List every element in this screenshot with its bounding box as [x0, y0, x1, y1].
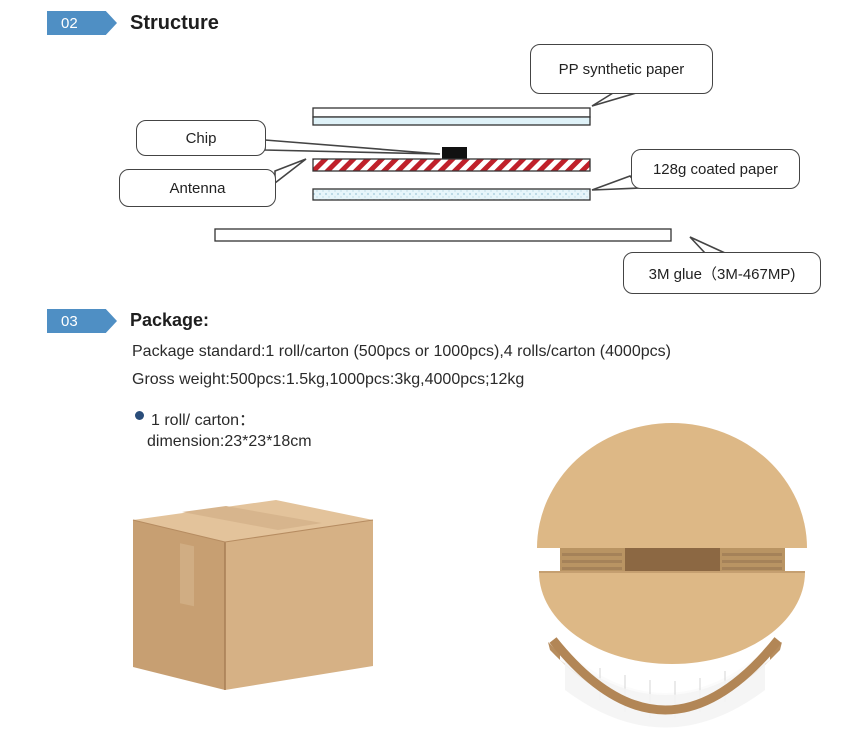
- callout-pp-synthetic-paper: PP synthetic paper: [530, 44, 713, 94]
- callout-chip: Chip: [136, 120, 266, 156]
- antenna-layer: [312, 158, 591, 172]
- bullet-label-text: 1 roll/ carton：: [151, 412, 256, 429]
- bullet-dot: [135, 411, 144, 420]
- pp-synthetic-layer: [312, 107, 591, 126]
- section-title-structure: Structure: [130, 12, 219, 34]
- package-standard-text: Package standard:1 roll/carton (500pcs o…: [132, 343, 671, 360]
- coated-paper-layer: [312, 188, 591, 201]
- callout-coated-paper: 128g coated paper: [631, 149, 800, 189]
- label-roll-image: [537, 423, 807, 728]
- section-badge-package: 03: [47, 309, 117, 333]
- gross-weight-text: Gross weight:500pcs:1.5kg,1000pcs:3kg,40…: [132, 371, 525, 388]
- section-number: 02: [61, 14, 78, 32]
- section-badge-structure: 02: [47, 11, 117, 35]
- glue-layer: [214, 228, 672, 242]
- callout-antenna: Antenna: [119, 169, 276, 207]
- section-title-package: Package:: [130, 310, 210, 330]
- dimension-text: dimension:23*23*18cm: [147, 433, 312, 450]
- section-number: 03: [61, 312, 78, 330]
- carton-box-image: [132, 500, 374, 690]
- chip-block: [442, 147, 467, 159]
- callout-3m-glue: 3M glue（3M-467MP): [623, 252, 821, 294]
